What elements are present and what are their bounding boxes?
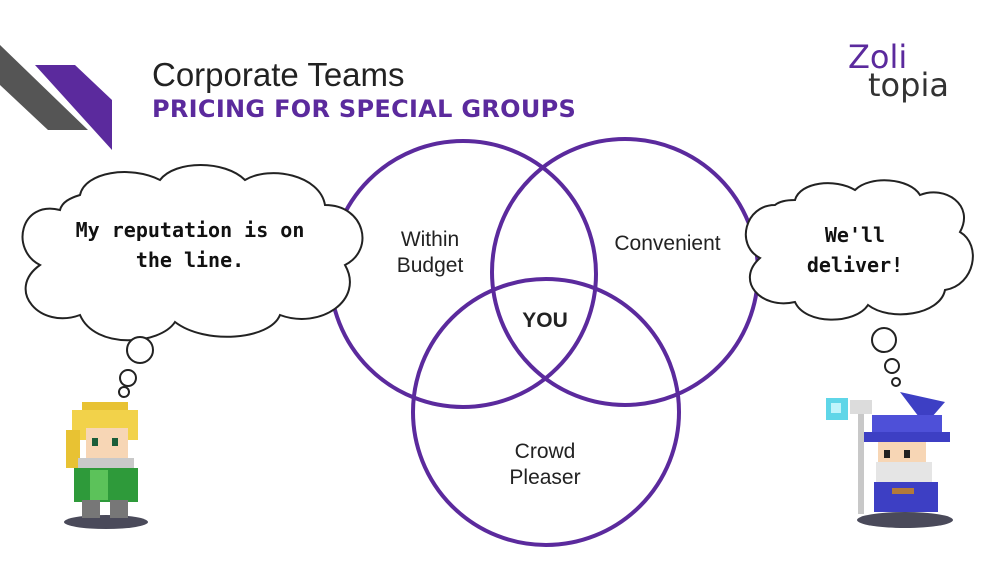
brand-logo-line1: Zoli [848,38,908,76]
venn-label-budget: Within Budget [396,228,464,277]
page-subtitle: PRICING FOR SPECIAL GROUPS [152,95,577,123]
page-title: Corporate Teams [152,56,405,93]
corner-gray-stripe [0,45,88,130]
venn-circle-crowd [411,277,681,547]
venn-label-center: YOU [522,309,568,332]
venn-label-crowd: Crowd Pleaser [509,440,581,489]
elf-character [64,402,148,529]
venn-label-convenient: Convenient [614,232,721,255]
corner-purple-stripe [35,65,112,150]
right-thought-cloud [744,179,974,387]
left-thought-cloud [21,164,364,398]
brand-logo-line2: topia [868,66,949,104]
left-bubble-text: My reputation is on the line. [75,218,305,272]
right-bubble-text: We'll deliver! [806,223,904,277]
wizard-character [826,392,953,528]
venn-circle-convenient [490,137,760,407]
